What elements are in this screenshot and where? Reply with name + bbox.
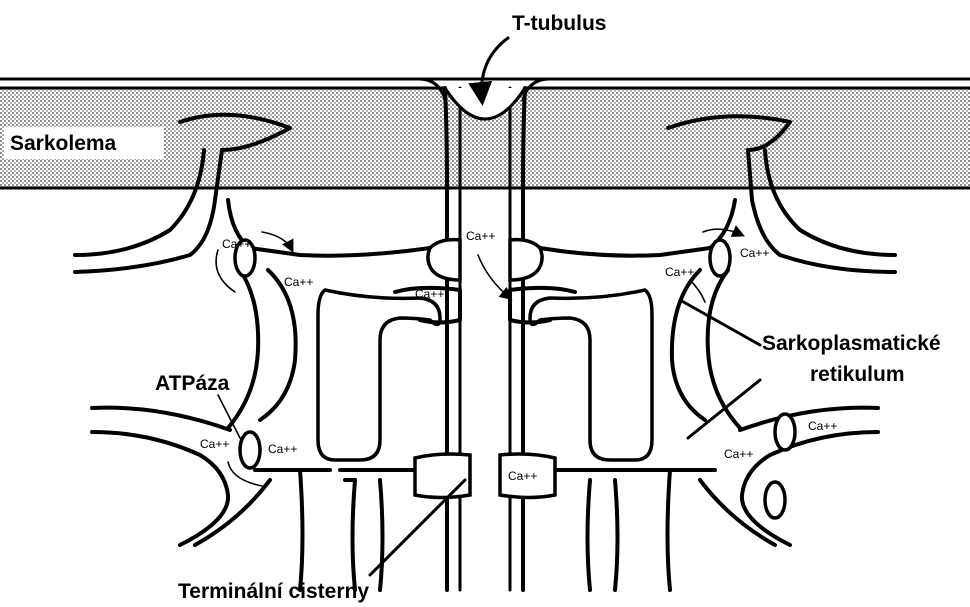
ca-label: Ca++ [724, 447, 753, 461]
leader-lines [218, 300, 760, 575]
ca-label: Ca++ [466, 229, 495, 243]
terminal-cistern-left-lower [415, 454, 470, 498]
ca-label: Ca++ [415, 287, 444, 301]
ca-label: Ca++ [740, 246, 769, 260]
central-cistern-left [300, 290, 440, 590]
atpase-channel-lower-right-a [775, 414, 795, 450]
ca-label: Ca++ [808, 419, 837, 433]
t-tubulus-label: T-tubulus [512, 12, 606, 35]
atpase-channel-lower-left [240, 432, 260, 468]
ca-label: Ca++ [268, 442, 297, 456]
ca-label: Ca++ [222, 237, 251, 251]
ca-label: Ca++ [508, 469, 537, 483]
terminalni-cisterny-label: Terminální cisterny [178, 580, 369, 603]
ca-label: Ca++ [665, 265, 694, 279]
atpase-channel-lower-right-b [765, 482, 785, 518]
sarkoplasmaticke-label: Sarkoplasmatické [762, 332, 941, 355]
ca-label: Ca++ [284, 275, 313, 289]
atpaza-label: ATPáza [155, 372, 230, 395]
central-cistern-right [530, 290, 670, 590]
retikulum-label: retikulum [810, 363, 905, 386]
atpase-channel-upper-right [710, 240, 730, 276]
sarkolema-label: Sarkolema [10, 132, 117, 155]
ca-label: Ca++ [200, 437, 229, 451]
